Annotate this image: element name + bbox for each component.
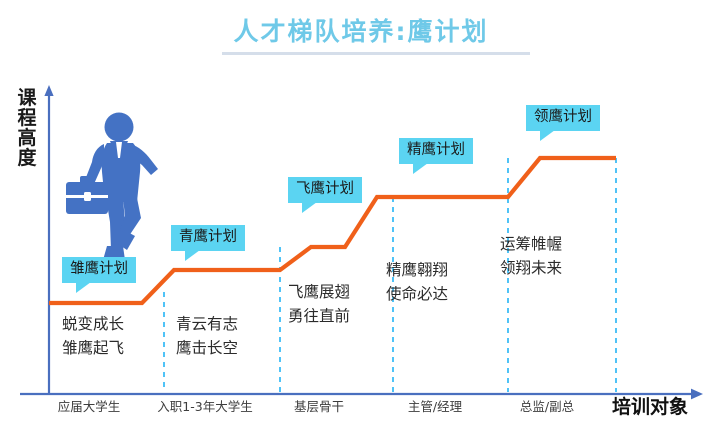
stage-description-4: 精鹰翱翔 使命必达 [386,259,448,306]
businessman-icon [66,112,158,260]
desc-line: 蜕变成长 [62,315,125,333]
badge-tail-icon [540,129,555,141]
x-tick-label-1: 应届大学生 [57,399,121,414]
stage-badge-label: 青鹰计划 [179,229,237,245]
stage-description-3: 飞鹰展翅 勇往直前 [288,281,350,328]
step-line [49,155,616,306]
desc-line: 雏鹰起飞 [62,338,125,357]
desc-line: 鹰击长空 [176,338,239,357]
y-axis [44,85,54,395]
badge-tail-icon [413,162,428,174]
x-tick-label-4: 主管/经理 [407,399,463,414]
desc-line: 运筹帷幄 [500,235,563,253]
stage-badge-2[interactable]: 青鹰计划 [171,225,245,261]
desc-line: 使命必达 [386,284,449,303]
y-axis-label: 课 程 高 度 [12,88,42,169]
y-axis-label-char: 度 [17,147,37,170]
x-tick-label-2: 入职1-3年大学生 [157,399,253,414]
stage-description-5: 运筹帷幄 领翔未来 [500,233,562,280]
title-underline [222,52,530,55]
desc-line: 领翔未来 [500,258,563,277]
stage-badge-5[interactable]: 领鹰计划 [526,105,600,141]
stage-description-1: 蜕变成长 雏鹰起飞 [62,313,124,360]
stage-badge-3[interactable]: 飞鹰计划 [288,177,362,213]
y-axis-label-char: 高 [17,127,37,150]
badge-tail-icon [185,249,200,261]
x-axis [20,388,703,400]
desc-line: 飞鹰展翅 [288,283,351,301]
stage-badge-label: 领鹰计划 [534,109,592,125]
x-tick-label-5: 总监/副总 [519,399,575,414]
y-axis-label-char: 程 [17,107,37,130]
page-title: 人才梯队培养:鹰计划 [233,17,489,46]
desc-line: 青云有志 [176,315,239,333]
stage-badge-label: 雏鹰计划 [70,261,128,277]
stage-description-2: 青云有志 鹰击长空 [176,313,238,360]
stage-badge-label: 精鹰计划 [407,142,465,158]
badge-tail-icon [302,201,317,213]
stage-badge-label: 飞鹰计划 [296,181,354,197]
desc-line: 精鹰翱翔 [386,261,449,279]
badge-tail-icon [76,281,91,293]
desc-line: 勇往直前 [288,306,351,325]
stage-badge-4[interactable]: 精鹰计划 [399,138,473,174]
x-axis-title: 培训对象 [612,396,689,418]
x-tick-label-3: 基层骨干 [293,399,344,414]
stage-badge-1[interactable]: 雏鹰计划 [62,257,136,293]
y-axis-label-char: 课 [17,87,37,109]
